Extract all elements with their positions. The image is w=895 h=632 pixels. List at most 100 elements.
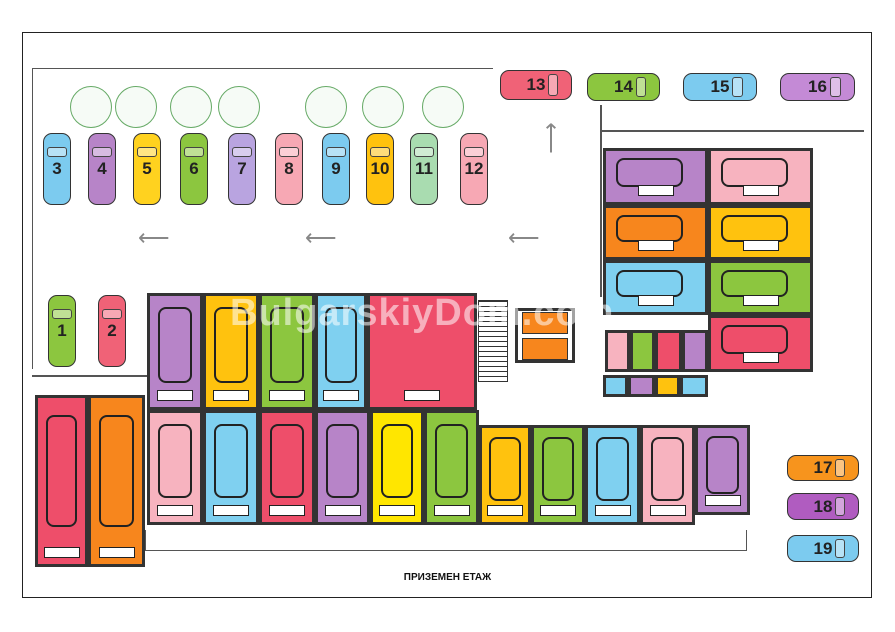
garage-unit[interactable] (640, 425, 695, 525)
parking-spot-13[interactable]: 13 (500, 70, 572, 100)
unit-label-plate (742, 240, 779, 251)
parking-spot-8[interactable]: 8 (275, 133, 303, 205)
parking-spot-number: 11 (415, 159, 433, 178)
parking-spot-12[interactable]: 12 (460, 133, 488, 205)
parking-spot-number: 18 (813, 496, 833, 516)
floor-title: ПРИЗЕМЕН ЕТАЖ (403, 572, 492, 583)
garage-unit[interactable] (147, 410, 203, 525)
parking-spot-16[interactable]: 16 (780, 73, 855, 101)
arrow-down-icon: ⟵ (538, 122, 564, 154)
parking-spot-number: 17 (813, 458, 833, 477)
car-outline-icon (325, 307, 357, 383)
unit-label-plate (649, 505, 686, 516)
parking-spot-19[interactable]: 19 (787, 535, 859, 562)
garage-unit[interactable] (147, 293, 203, 410)
tree-icon (305, 86, 347, 128)
parking-spot-number: 12 (464, 159, 484, 178)
unit-label-plate (742, 295, 779, 306)
garage-unit[interactable] (315, 293, 367, 410)
unit-label-plate (637, 295, 674, 306)
garage-unit[interactable] (708, 315, 813, 372)
parking-spot-6[interactable]: 6 (180, 133, 208, 205)
garage-unit[interactable] (603, 148, 708, 205)
car-outline-icon (325, 423, 360, 499)
parking-spot-number: 4 (97, 159, 107, 178)
unit-label-plate (742, 185, 779, 196)
unit-label-plate (157, 505, 193, 516)
garage-unit[interactable] (203, 410, 259, 525)
garage-unit[interactable] (531, 425, 585, 525)
storage-room[interactable] (603, 375, 628, 397)
car-outline-icon (270, 423, 304, 499)
unit-label-plate (213, 390, 249, 401)
unit-label-plate (379, 505, 415, 516)
parking-spot-number: 13 (526, 75, 546, 94)
garage-unit[interactable] (259, 410, 315, 525)
storage-room[interactable] (655, 330, 682, 372)
parking-spot-15[interactable]: 15 (683, 73, 757, 101)
tree-icon (218, 86, 260, 128)
garage-unit[interactable] (315, 410, 370, 525)
garage-unit[interactable] (603, 260, 708, 315)
garage-unit[interactable] (35, 395, 88, 567)
storage-room[interactable] (682, 330, 708, 372)
parking-spot-17[interactable]: 17 (787, 455, 859, 481)
car-outline-icon (214, 307, 248, 383)
car-outline-icon (158, 307, 192, 383)
parking-spot-number: 6 (189, 159, 199, 178)
storage-room (522, 312, 568, 334)
car-outline-icon (99, 414, 134, 528)
unit-label-plate (98, 547, 135, 558)
garage-unit[interactable] (708, 205, 813, 260)
parking-spot-10[interactable]: 10 (366, 133, 394, 205)
garage-unit[interactable] (479, 425, 531, 525)
car-outline-icon (380, 423, 414, 499)
parking-spot-9[interactable]: 9 (322, 133, 350, 205)
car-outline-icon (45, 414, 78, 528)
parking-spot-3[interactable]: 3 (43, 133, 71, 205)
garage-unit[interactable] (708, 148, 813, 205)
garage-unit[interactable] (585, 425, 640, 525)
parking-spot-7[interactable]: 7 (228, 133, 256, 205)
parking-spot-4[interactable]: 4 (88, 133, 116, 205)
garage-unit[interactable] (695, 425, 750, 515)
unit-label-plate (637, 240, 674, 251)
parking-spot-number: 3 (52, 159, 62, 178)
site-boundary (32, 375, 149, 377)
parking-spot-number: 10 (370, 159, 390, 178)
garage-unit[interactable] (708, 260, 813, 315)
unit-label-plate (594, 505, 631, 516)
parking-spot-2[interactable]: 2 (98, 295, 126, 367)
garage-unit[interactable] (370, 410, 424, 525)
parking-spot-number: 16 (808, 77, 827, 96)
storage-room[interactable] (630, 330, 655, 372)
storage-room[interactable] (605, 330, 630, 372)
garage-unit[interactable] (603, 205, 708, 260)
unit-label-plate (742, 352, 779, 363)
arrow-left-icon: ⟵ (305, 225, 337, 250)
unit-label-plate (487, 505, 523, 516)
car-outline-icon (650, 437, 685, 502)
parking-spot-11[interactable]: 11 (410, 133, 438, 205)
unit-label-plate (704, 495, 741, 506)
car-outline-icon (615, 269, 684, 298)
unit-label-plate (433, 505, 470, 516)
parking-spot-14[interactable]: 14 (587, 73, 660, 101)
parking-spot-5[interactable]: 5 (133, 133, 161, 205)
garage-unit[interactable] (424, 410, 479, 525)
unit-label-plate (324, 505, 361, 516)
parking-spot-18[interactable]: 18 (787, 493, 859, 520)
garage-unit[interactable] (259, 293, 315, 410)
storage-room[interactable] (655, 375, 680, 397)
car-outline-icon (615, 214, 684, 243)
garage-unit[interactable] (203, 293, 259, 410)
apartment-unit[interactable] (367, 293, 477, 410)
storage-room[interactable] (680, 375, 708, 397)
car-outline-icon (158, 423, 192, 499)
storage-room[interactable] (628, 375, 655, 397)
garage-unit[interactable] (88, 395, 145, 567)
unit-label-plate (269, 390, 305, 401)
parking-spot-1[interactable]: 1 (48, 295, 76, 367)
parking-spot-number: 1 (57, 321, 67, 340)
